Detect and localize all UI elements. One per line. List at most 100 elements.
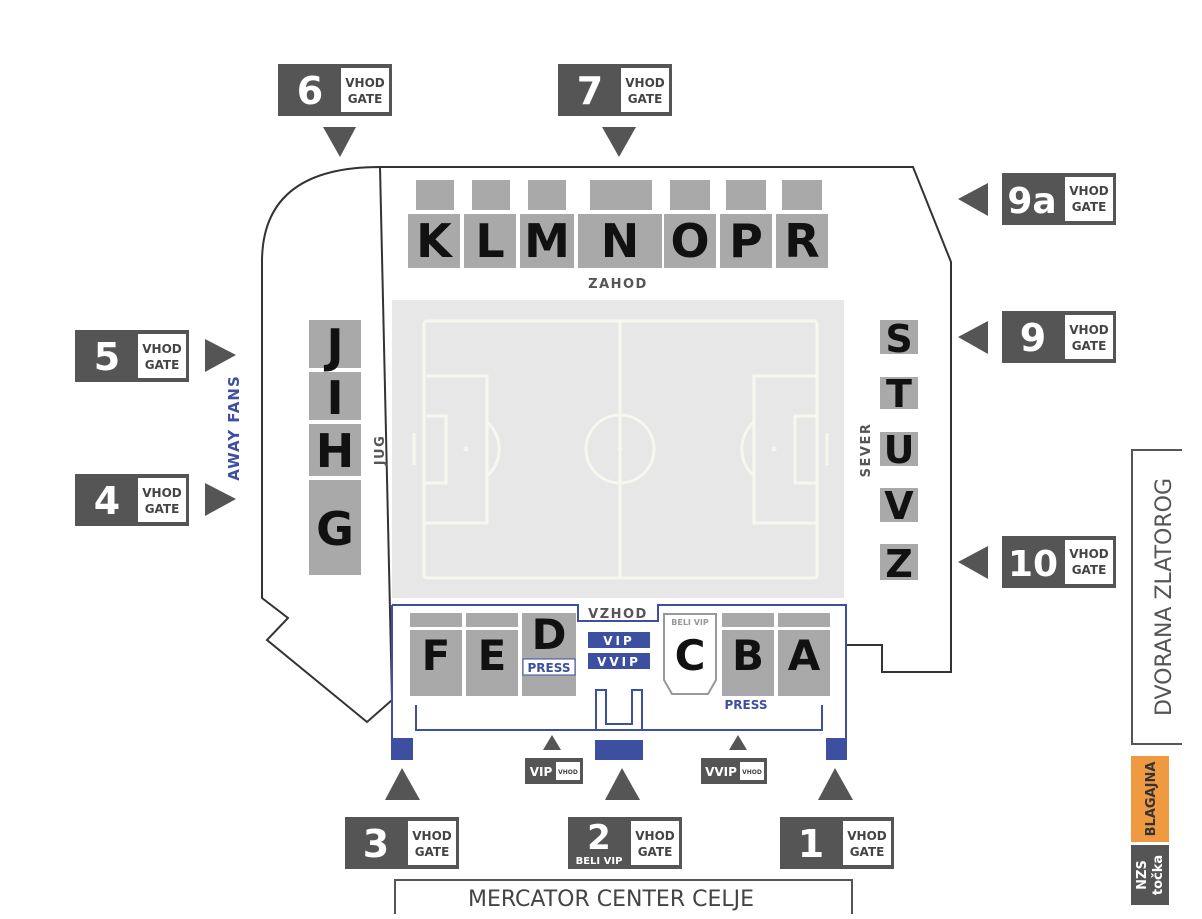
section-label-n: N xyxy=(601,214,640,268)
section-label-h: H xyxy=(316,424,355,478)
stand-section-j[interactable] xyxy=(309,320,361,368)
gate-9a[interactable]: 9a VHOD GATE xyxy=(958,173,1116,225)
gate-1[interactable]: 1 VHOD GATE xyxy=(780,768,894,869)
gate-9-vhod: VHOD xyxy=(1069,323,1109,337)
section-label-s: S xyxy=(885,317,912,361)
stand-section-g[interactable] xyxy=(309,480,361,575)
dvorana-zlatorog: DVORANA ZLATOROG xyxy=(1131,449,1182,745)
section-label-e: E xyxy=(478,631,507,680)
section-label-t: T xyxy=(886,372,912,416)
gate-4[interactable]: 4 VHOD GATE xyxy=(75,474,236,526)
gate-7-number: 7 xyxy=(577,69,603,113)
direction-west-label: ZAHOD xyxy=(588,277,648,292)
gate-4-number: 4 xyxy=(94,479,120,523)
stand-section-i[interactable] xyxy=(309,372,361,420)
gate-3-vhod: VHOD xyxy=(412,829,452,843)
gate-4-gate: GATE xyxy=(145,502,180,516)
gate-3-arrow-icon xyxy=(385,768,420,800)
stand-section-s[interactable] xyxy=(880,320,918,354)
vvip-entry-arrow-icon xyxy=(729,735,747,750)
stand-section-r[interactable] xyxy=(776,214,828,268)
gate-1-vhod: VHOD xyxy=(847,829,887,843)
section-label-g: G xyxy=(316,502,354,556)
direction-north-label: SEVER xyxy=(859,423,874,478)
gate-10-number: 10 xyxy=(1008,544,1058,585)
gate-9-arrow-icon xyxy=(958,321,988,354)
stand-section-o[interactable] xyxy=(664,214,716,268)
vip-entry[interactable]: VIP VHOD xyxy=(525,735,583,784)
gate-5-gate: GATE xyxy=(145,358,180,372)
left-penalty-spot xyxy=(463,446,469,452)
mercator-center-label: MERCATOR CENTER CELJE xyxy=(468,887,754,912)
section-label-m: M xyxy=(524,214,570,268)
vvip-entry-vhod: VHOD xyxy=(742,769,762,776)
gate-10[interactable]: 10 VHOD GATE xyxy=(958,536,1116,588)
section-label-p: P xyxy=(729,214,763,268)
stand-section-t[interactable] xyxy=(880,377,918,409)
gate-5-arrow-icon xyxy=(205,339,236,372)
gate-4-arrow-icon xyxy=(205,483,236,516)
section-label-f: F xyxy=(422,631,451,680)
gate-3[interactable]: 3 VHOD GATE xyxy=(345,768,459,869)
vip-entry-vhod: VHOD xyxy=(558,769,578,776)
beli-vip-label: BELI VIP xyxy=(671,618,709,627)
vvip-entry[interactable]: VVIP VHOD xyxy=(701,735,767,784)
gate-9[interactable]: 9 VHOD GATE xyxy=(958,311,1116,363)
stand-section-a[interactable] xyxy=(778,630,830,696)
stand-section-k[interactable] xyxy=(408,214,460,268)
stand-section-n[interactable] xyxy=(578,214,662,268)
vvip-entry-label: VVIP xyxy=(705,765,737,779)
gate-10-arrow-icon xyxy=(958,546,988,579)
gate-5[interactable]: 5 VHOD GATE xyxy=(75,330,236,382)
section-label-a: A xyxy=(788,631,821,680)
stand-section-v[interactable] xyxy=(880,488,918,522)
stand-section-d[interactable] xyxy=(522,613,576,696)
gate-7[interactable]: 7 VHOD GATE xyxy=(558,64,672,157)
vvip-label: VVIP xyxy=(597,655,641,669)
gate-5-number: 5 xyxy=(94,335,120,379)
stand-section-f[interactable] xyxy=(410,630,462,696)
left-goal-area xyxy=(422,414,448,485)
pitch xyxy=(392,300,844,598)
section-label-i: I xyxy=(326,371,343,425)
center-spot xyxy=(617,446,623,452)
stand-section-z[interactable] xyxy=(880,544,918,580)
section-label-u: U xyxy=(884,428,915,472)
right-goal-area xyxy=(793,414,819,485)
stand-section-m[interactable] xyxy=(520,214,574,268)
stand-section-h[interactable] xyxy=(309,424,361,476)
section-label-b: B xyxy=(732,631,764,680)
gate-6-vhod: VHOD xyxy=(345,76,385,90)
gate-4-vhod: VHOD xyxy=(142,486,182,500)
blagajna-label: BLAGAJNA xyxy=(1144,762,1159,837)
gate-9a-vhod: VHOD xyxy=(1069,184,1109,198)
gate-9-gate: GATE xyxy=(1072,339,1107,353)
section-label-z: Z xyxy=(885,542,913,586)
stand-section-p[interactable] xyxy=(720,214,772,268)
stand-section-l[interactable] xyxy=(464,214,516,268)
gate-1-gate: GATE xyxy=(850,845,885,859)
east-exit-left xyxy=(393,738,413,760)
section-label-r: R xyxy=(784,214,819,268)
east-stand: F E D C B A PRESS VIP VVIP BELI VIP PRES… xyxy=(391,604,847,760)
right-penalty-arc xyxy=(740,420,756,478)
stand-section-u[interactable] xyxy=(880,432,918,466)
gate-7-arrow-icon xyxy=(602,127,636,157)
blagajna-box: BLAGAJNA xyxy=(1131,756,1169,842)
stand-section-c[interactable] xyxy=(663,613,717,695)
gate-1-arrow-icon xyxy=(818,768,853,800)
direction-south-label: JUG xyxy=(373,435,388,467)
stand-section-b[interactable] xyxy=(722,630,774,696)
nzs-tocka-box: NZS točka xyxy=(1131,845,1169,905)
west-stand: K L M N O P R ZAHOD xyxy=(408,180,828,292)
vip-entrance-bar xyxy=(595,740,643,760)
gate-2-vhod: VHOD xyxy=(635,829,675,843)
gate-6[interactable]: 6 VHOD GATE xyxy=(278,64,392,157)
stand-section-e[interactable] xyxy=(466,630,518,696)
vip-tunnel xyxy=(595,689,643,730)
press-d-badge xyxy=(522,658,576,676)
mercator-center: MERCATOR CENTER CELJE xyxy=(394,879,853,914)
gate-2[interactable]: 2 BELI VIP VHOD GATE xyxy=(568,768,682,869)
